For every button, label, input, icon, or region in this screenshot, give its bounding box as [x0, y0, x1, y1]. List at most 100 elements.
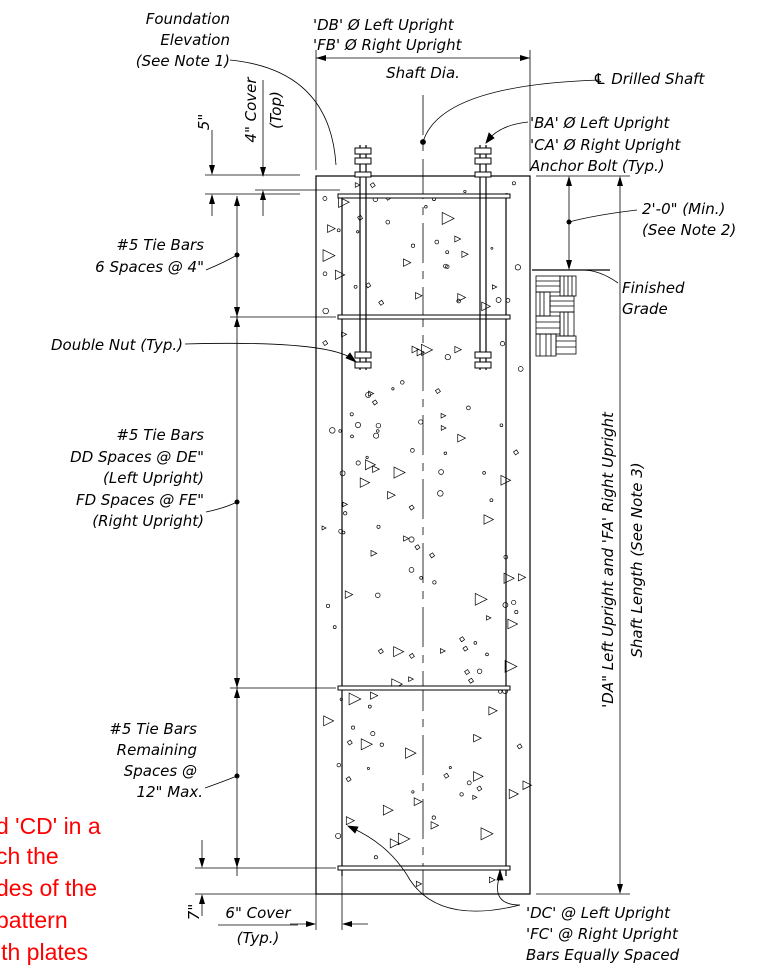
aggregate-dot — [443, 263, 448, 269]
cover-typ-label: (Typ.) — [237, 929, 280, 947]
aggregate-dot — [373, 855, 378, 860]
leader-lines — [184, 59, 638, 912]
aggregate-triangle — [405, 747, 417, 759]
aggregate-chip — [462, 645, 469, 652]
aggregate-dot — [356, 230, 360, 234]
aggregate-triangle — [354, 182, 361, 188]
db-left-upright-label: 'DB' Ø Left Upright — [313, 16, 455, 34]
aggregate-dot — [373, 432, 380, 439]
aggregate-triangle — [335, 269, 346, 281]
fb-right-upright-label: 'FB' Ø Right Upright — [313, 36, 463, 54]
aggregate-triangle — [454, 345, 463, 354]
overlay-text-line-5: ith plates — [0, 939, 88, 965]
dc-left-upright-label: 'DC' @ Left Upright — [526, 904, 671, 922]
aggregate-triangle — [415, 291, 423, 300]
tie-bars-bottom-label-3: Spaces @ — [124, 762, 197, 780]
aggregate-dot — [343, 511, 348, 516]
aggregate-dot — [349, 412, 354, 417]
aggregate-dot — [466, 405, 471, 411]
aggregate-dot — [495, 297, 502, 303]
aggregate-dot — [419, 576, 423, 580]
aggregate-chip — [443, 772, 450, 779]
aggregate-dot — [365, 455, 369, 459]
aggregate-triangle — [322, 249, 336, 263]
aggregate-dot — [375, 592, 381, 598]
aggregate-dot — [466, 780, 472, 786]
drilled-shaft-centerline-label: ℄ Drilled Shaft — [593, 70, 705, 88]
aggregate-triangle — [421, 343, 434, 356]
aggregate-chip — [434, 388, 441, 395]
aggregate-triangle — [454, 235, 462, 243]
aggregate-triangle — [382, 804, 394, 816]
aggregate-dot — [353, 284, 358, 289]
aggregate-dot — [517, 366, 524, 372]
aggregate-dot — [355, 460, 361, 466]
tie-bars-bottom-label-2: Remaining — [117, 741, 197, 759]
aggregate-dot — [375, 422, 382, 429]
aggregate-triangle — [397, 832, 411, 846]
aggregate-dot — [325, 603, 331, 608]
aggregate-dot — [456, 298, 461, 304]
aggregate-triangle — [522, 780, 533, 791]
aggregate-dot — [366, 766, 370, 770]
finished-grade-label-2: Grade — [622, 300, 668, 318]
aggregate-triangle — [393, 646, 405, 658]
aggregate-dot — [476, 668, 483, 674]
aggregate-triangle — [508, 788, 520, 800]
aggregate-dot — [411, 790, 415, 794]
aggregate-chip — [468, 677, 475, 684]
see-note-2-label: (See Note 2) — [642, 221, 736, 239]
aggregate-chip — [371, 399, 378, 406]
seven-inch-dim-label: 7" — [185, 904, 203, 920]
ca-right-upright-label: 'CA' Ø Right Upright — [530, 136, 681, 154]
aggregate-triangle — [403, 535, 410, 542]
aggregate-triangle — [321, 525, 327, 531]
tie-bars-mid-label-5: (Right Upright) — [92, 512, 204, 530]
aggregate-dot — [424, 205, 428, 209]
foundation-elevation-note: (See Note 1) — [136, 52, 230, 70]
aggregate-dot — [400, 380, 405, 385]
tie-bars-bottom-label-4: 12" Max. — [136, 783, 203, 801]
finished-grade-label-1: Finished — [622, 279, 685, 297]
aggregate-triangle — [507, 618, 519, 630]
aggregate-dot — [459, 792, 464, 797]
aggregate-dot — [499, 423, 504, 427]
top-cover-dimension — [205, 80, 340, 216]
aggregate-chip — [378, 299, 385, 306]
aggregate-triangle — [338, 196, 350, 209]
aggregate-dot — [490, 246, 494, 250]
fc-right-upright-label: 'FC' @ Right Upright — [526, 925, 679, 943]
concrete-aggregate-pattern — [321, 181, 533, 888]
aggregate-dot — [463, 189, 467, 194]
aggregate-chip — [369, 182, 376, 189]
aggregate-triangle — [472, 794, 478, 800]
aggregate-chip — [459, 636, 466, 643]
aggregate-dot — [418, 419, 424, 425]
aggregate-triangle — [344, 590, 354, 599]
aggregate-dot — [438, 469, 444, 475]
tie-bar-bottom — [337, 865, 511, 871]
tie-bars-mid-label-3: (Left Upright) — [103, 469, 204, 487]
bottom-cover-dimension — [195, 840, 368, 930]
aggregate-triangle — [408, 676, 415, 683]
aggregate-triangle — [461, 250, 469, 258]
aggregate-dot — [410, 243, 416, 248]
two-foot-min-label: 2'-0" (Min.) — [642, 200, 725, 218]
tie-bars-mid-label-1: #5 Tie Bars — [116, 426, 204, 444]
aggregate-triangle — [345, 816, 356, 826]
five-inch-dim-label: 5" — [195, 114, 213, 130]
aggregate-triangle — [327, 224, 336, 233]
tie-bars-top-label-1: #5 Tie Bars — [116, 236, 204, 254]
aggregate-dot — [329, 427, 336, 434]
aggregate-dot — [355, 422, 361, 428]
tie-bar-top — [337, 193, 511, 199]
aggregate-dot — [335, 832, 342, 839]
aggregate-triangle — [403, 258, 412, 267]
aggregate-triangle — [413, 797, 423, 807]
aggregate-dot — [445, 264, 450, 269]
aggregate-triangle — [483, 514, 495, 525]
aggregate-dot — [434, 239, 440, 245]
aggregate-dot — [408, 567, 415, 573]
aggregate-dot — [489, 498, 494, 503]
aggregate-triangle — [415, 880, 423, 888]
